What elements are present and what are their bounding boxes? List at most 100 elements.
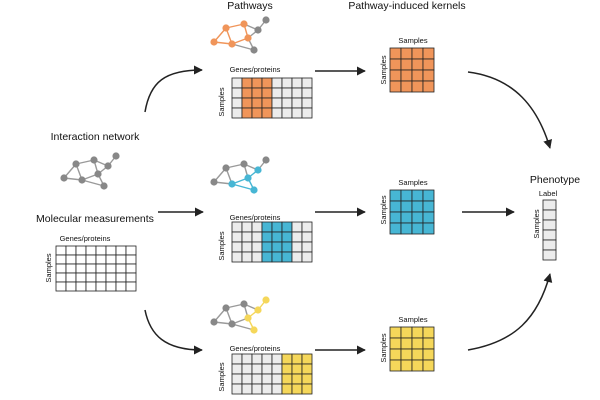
kernel-samples-side-2: Samples [379, 195, 388, 224]
phenotype-label: Phenotype [530, 174, 580, 186]
pathway-network-yellow-node [244, 314, 252, 322]
pathway-genes-label-3: Genes/proteins [230, 344, 281, 353]
pathway-matrix-blue-cell [271, 251, 283, 263]
kernel-matrix-yellow-cell [389, 326, 402, 339]
pathway-matrix-orange-cell [281, 87, 293, 99]
pathway-matrix-yellow-cell [271, 363, 283, 375]
measurement-matrix-cell [65, 272, 77, 283]
pathway-matrix-blue-cell [251, 221, 263, 233]
pathway-matrix-yellow-cell [241, 363, 253, 375]
pathway-matrix-yellow-cell [271, 373, 283, 385]
interaction-network-node [104, 162, 112, 170]
phenotype-vector-cell [542, 239, 557, 251]
pathway-matrix-orange-cell [301, 77, 313, 89]
pathway-network-orange-node [210, 38, 218, 46]
phenotype-vector-cell [542, 219, 557, 231]
kernel-matrix-orange-cell [422, 80, 435, 93]
pathway-matrix-blue-cell [271, 221, 283, 233]
pathway-matrix-blue-cell [301, 251, 313, 263]
kernel-matrix-yellow-cell [389, 337, 402, 350]
interaction-network-node [94, 170, 102, 178]
pathway-network-blue-edge [231, 183, 255, 191]
kernel-matrix-orange-cell [422, 58, 435, 71]
measurement-matrix-cell [55, 245, 67, 256]
kernel-matrix-blue-cell [411, 200, 424, 213]
pathway-matrix-orange-cell [271, 77, 283, 89]
pathway-network-orange-node [250, 46, 258, 54]
measurement-matrix-cell [105, 272, 117, 283]
measurement-matrix-cell [95, 245, 107, 256]
pathway-matrix-blue-cell [261, 251, 273, 263]
arrow-to-phenotype-1 [467, 71, 552, 149]
pathway-matrix-blue-cell [261, 241, 273, 253]
pathway-matrix-blue-cell [231, 251, 243, 263]
kernel-matrix-blue-cell [411, 189, 424, 202]
pathway-matrix-blue-cell [291, 251, 303, 263]
kernel-matrix-blue-cell [400, 200, 413, 213]
pathway-network-blue-node [254, 166, 262, 174]
pathway-matrix-blue-cell [271, 231, 283, 243]
measurement-matrix-cell [105, 281, 117, 292]
pathway-matrix-orange-cell [281, 77, 293, 89]
measurement-matrix-cell [65, 281, 77, 292]
pathway-matrix-blue-cell [301, 231, 313, 243]
pathway-network-orange-node [244, 34, 252, 42]
kernel-matrix-blue-cell [422, 211, 435, 224]
pathway-network-yellow-node [262, 296, 270, 304]
measurement-matrix-cell [85, 272, 97, 283]
pathway-matrix-orange-cell [291, 97, 303, 109]
pathway-network-yellow-node [210, 318, 218, 326]
kernel-matrix-yellow-cell [411, 359, 424, 372]
pathway-matrix-yellow-cell [301, 353, 313, 365]
pathway-matrix-orange-cell [241, 77, 253, 89]
phenotype-label-header: Label [539, 189, 558, 198]
pathway-matrix-blue-cell [291, 221, 303, 233]
kernel-matrix-yellow-cell [422, 337, 435, 350]
pathway-matrix-yellow-cell [301, 373, 313, 385]
measurement-matrix-cell [55, 281, 67, 292]
pathway-matrix-blue-cell [301, 241, 313, 253]
pathway-matrix-orange-cell [241, 87, 253, 99]
measurement-matrix-cell [65, 263, 77, 274]
pathway-matrix-yellow-cell [261, 363, 273, 375]
kernel-matrix-yellow-cell [411, 326, 424, 339]
phenotype-vector-cell [542, 199, 557, 211]
measurement-matrix-cell [105, 254, 117, 265]
measurement-matrix-cell [105, 245, 117, 256]
pathway-matrix-yellow-cell [241, 373, 253, 385]
kernel-matrix-orange-cell [400, 80, 413, 93]
input-genes-label: Genes/proteins [60, 234, 111, 243]
pathway-matrix-yellow-cell [301, 383, 313, 395]
measurement-matrix-cell [115, 281, 127, 292]
measurement-matrix-cell [115, 263, 127, 274]
kernel-matrix-yellow-cell [411, 348, 424, 361]
kernel-matrix-blue-cell [422, 200, 435, 213]
pathway-network-blue-node [244, 174, 252, 182]
measurement-matrix-cell [55, 263, 67, 274]
kernel-matrix-orange-cell [389, 58, 402, 71]
interaction-network-node [112, 152, 120, 160]
input-samples-label: Samples [44, 253, 53, 282]
pathway-samples-label-1: Samples [217, 87, 226, 116]
measurement-matrix-cell [115, 254, 127, 265]
measurement-matrix-cell [75, 254, 87, 265]
pathway-matrix-orange-cell [261, 87, 273, 99]
kernel-samples-top-1: Samples [398, 36, 427, 45]
pathway-matrix-orange-cell [291, 77, 303, 89]
pathway-network-orange-node [240, 20, 248, 28]
pathway-network-orange-node [228, 40, 236, 48]
kernel-matrix-yellow-cell [422, 326, 435, 339]
pathway-matrix-yellow-cell [261, 383, 273, 395]
kernel-matrix-blue-cell [411, 211, 424, 224]
pathway-matrix-blue-cell [251, 251, 263, 263]
measurement-matrix-cell [125, 281, 137, 292]
measurement-matrix-cell [125, 254, 137, 265]
pathway-matrix-orange-cell [251, 87, 263, 99]
pathway-network-yellow-node [254, 306, 262, 314]
kernel-samples-top-3: Samples [398, 315, 427, 324]
kernel-matrix-orange-cell [389, 80, 402, 93]
pathway-matrix-blue-cell [271, 241, 283, 253]
pathway-matrix-yellow-cell [281, 363, 293, 375]
pathway-matrix-orange-cell [251, 97, 263, 109]
pathway-matrix-yellow-cell [251, 363, 263, 375]
